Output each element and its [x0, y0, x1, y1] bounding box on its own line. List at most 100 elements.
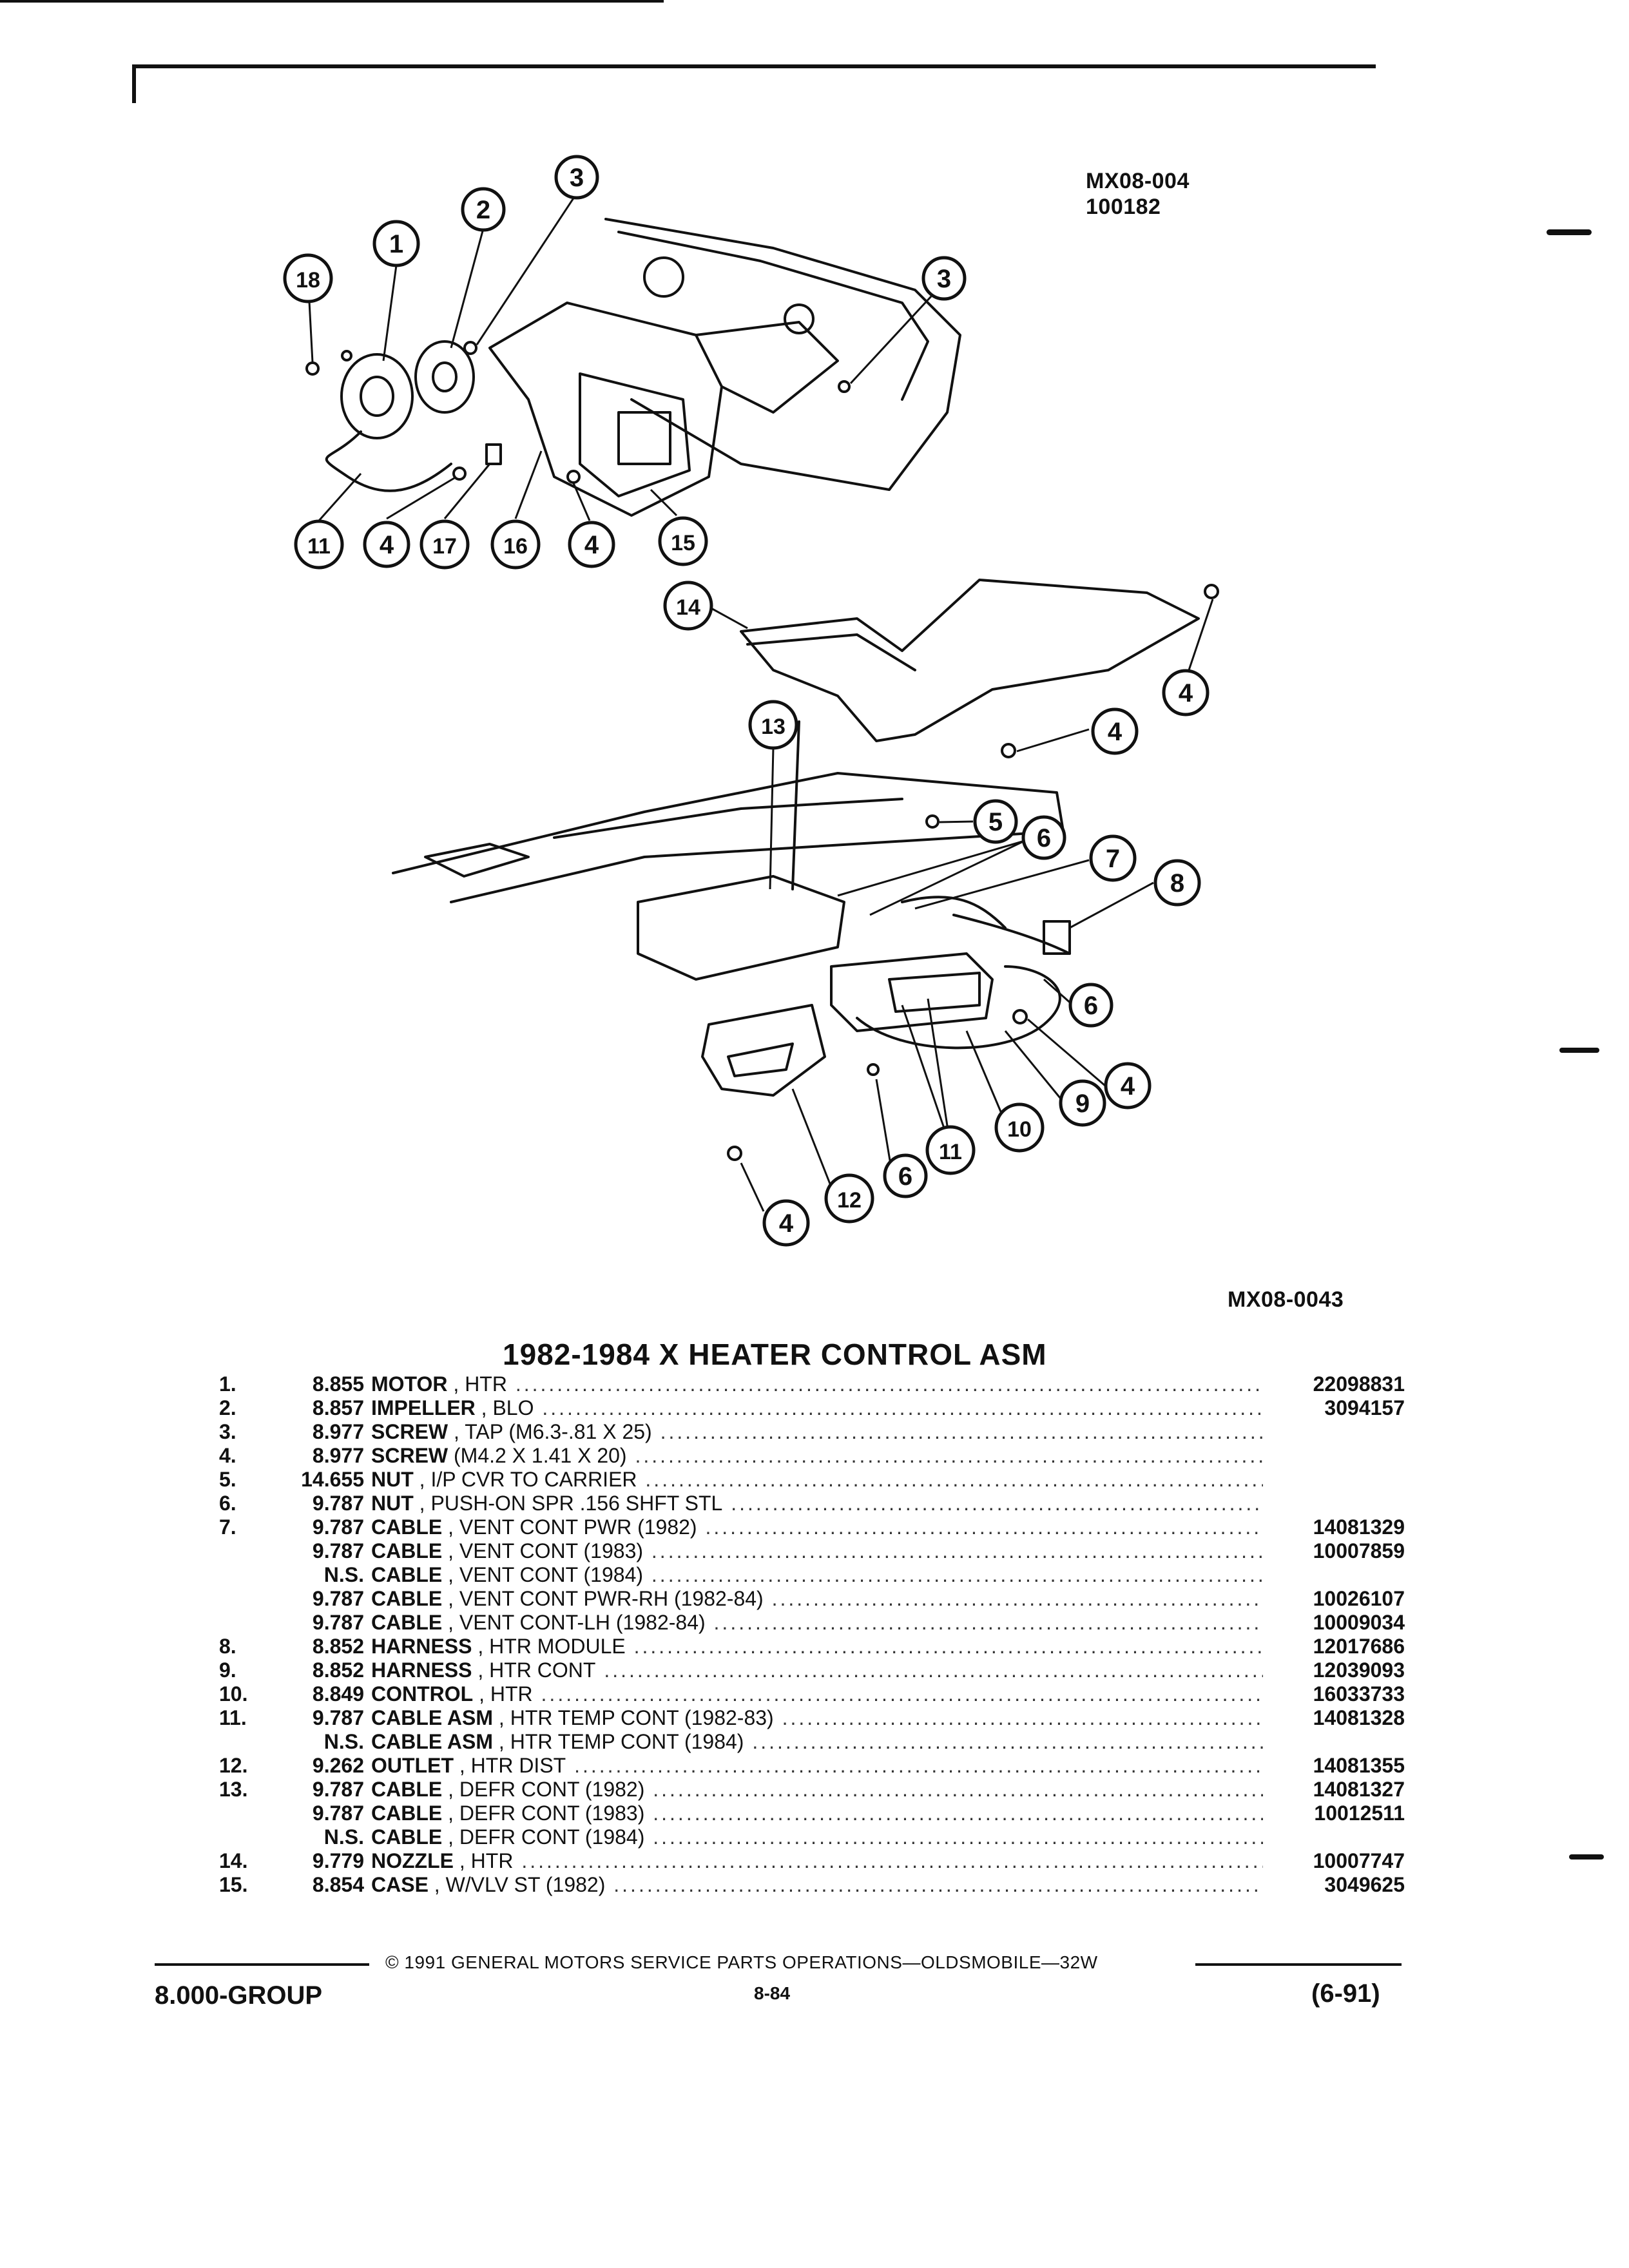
part-name: OUTLET: [371, 1754, 454, 1777]
callout-3: 3: [554, 155, 599, 200]
item-number: 8.: [219, 1635, 236, 1658]
group-number: 9.787: [312, 1587, 364, 1610]
part-detail: , DEFR CONT (1982): [448, 1778, 645, 1801]
part-detail: , W/VLV ST (1982): [434, 1873, 606, 1896]
part-description: HARNESS , HTR MODULE ...................…: [371, 1635, 1263, 1658]
part-detail: , I/P CVR TO CARRIER: [419, 1468, 637, 1491]
leader-dots: ........................................…: [604, 1658, 1263, 1682]
leader-dots: ........................................…: [653, 1825, 1263, 1849]
part-number: 10012511: [1314, 1802, 1405, 1825]
table-row: N.S.CABLE , DEFR CONT (1984) ...........…: [219, 1825, 1405, 1849]
svg-text:9: 9: [1075, 1090, 1090, 1118]
part-name: CABLE: [371, 1587, 443, 1610]
group-number: 8.849: [312, 1682, 364, 1706]
blower-motor: [340, 353, 414, 439]
part-detail: , VENT CONT (1983): [448, 1539, 644, 1562]
leader-dots: ........................................…: [515, 1372, 1263, 1396]
heater-nozzle: [740, 579, 1200, 742]
item-number: 13.: [219, 1778, 248, 1801]
item-number: 3.: [219, 1420, 236, 1443]
part-name: NOZZLE: [371, 1849, 454, 1872]
callout-2: 2: [461, 187, 506, 232]
leader-dots: ........................................…: [645, 1468, 1263, 1491]
part-description: CONTROL , HTR ..........................…: [371, 1682, 1263, 1706]
part-description: CABLE , DEFR CONT (1983) ...............…: [371, 1802, 1263, 1825]
part-name: CABLE ASM: [371, 1706, 494, 1729]
item-number: 7.: [219, 1515, 236, 1539]
part-name: CABLE: [371, 1802, 443, 1825]
callout-11: 11: [925, 1125, 976, 1175]
callout-6: 6: [1021, 815, 1066, 860]
part-number: 14081355: [1313, 1754, 1405, 1777]
part-detail: , TAP (M6.3-.81 X 25): [454, 1420, 652, 1443]
part-name: CABLE: [371, 1825, 443, 1849]
margin-mark: [1569, 1854, 1604, 1860]
callout-14: 14: [663, 581, 713, 631]
svg-text:4: 4: [1179, 679, 1193, 707]
svg-text:15: 15: [671, 531, 695, 555]
svg-text:17: 17: [432, 534, 457, 559]
part-detail: , VENT CONT-LH (1982-84): [448, 1611, 706, 1634]
svg-text:4: 4: [380, 531, 394, 559]
part-name: CABLE: [371, 1563, 443, 1586]
item-number: 11.: [219, 1706, 247, 1729]
table-row: 11. 9.787 CABLE ASM , HTR TEMP CONT (1982-…: [219, 1706, 1405, 1730]
part-number: 12039093: [1313, 1658, 1405, 1682]
svg-text:10: 10: [1007, 1117, 1032, 1142]
group-number: 9.787: [312, 1706, 364, 1729]
part-detail: , HTR: [459, 1849, 514, 1872]
part-description: CABLE ASM , HTR TEMP CONT (1982-83) ....…: [371, 1706, 1263, 1730]
group-number: 9.787: [312, 1778, 364, 1801]
item-number: 2.: [219, 1396, 236, 1419]
part-number: 3094157: [1324, 1396, 1405, 1419]
callout-16: 16: [490, 519, 541, 570]
svg-text:4: 4: [584, 531, 599, 559]
part-number: 14081327: [1313, 1778, 1405, 1801]
blower-motor-wire: [325, 430, 452, 492]
part-detail: , HTR TEMP CONT (1984): [498, 1730, 744, 1753]
group-number: N.S.: [323, 1730, 364, 1753]
part-name: CABLE: [371, 1515, 443, 1539]
footer-copyright: © 1991 GENERAL MOTORS SERVICE PARTS OPER…: [385, 1952, 1098, 1972]
part-number: 12017686: [1313, 1635, 1405, 1658]
svg-text:13: 13: [761, 715, 786, 739]
part-description: NUT , PUSH-ON SPR .156 SHFT STL ........…: [371, 1492, 1263, 1515]
part-description: CABLE , DEFR CONT (1982) ...............…: [371, 1778, 1263, 1802]
instrument-panel-outline: [392, 772, 1065, 903]
svg-text:6: 6: [1084, 992, 1098, 1020]
footer-rule-right: [1195, 1963, 1402, 1966]
part-detail: , VENT CONT (1984): [448, 1563, 644, 1586]
item-number: 10.: [219, 1682, 248, 1706]
leader-dots: ........................................…: [635, 1444, 1263, 1467]
group-number: N.S.: [323, 1825, 364, 1849]
part-description: SCREW , TAP (M6.3-.81 X 25) ............…: [371, 1420, 1263, 1444]
part-name: CONTROL: [371, 1682, 474, 1706]
part-number: 10026107: [1313, 1587, 1405, 1610]
callout-5: 5: [973, 799, 1018, 844]
module-harness: [952, 914, 1071, 955]
group-number: 9.787: [312, 1539, 364, 1562]
instrument-panel-top: [553, 798, 903, 839]
svg-text:14: 14: [676, 595, 700, 620]
blower-impeller-hub: [432, 361, 458, 392]
callout-15: 15: [658, 516, 708, 566]
fastener: [1012, 1009, 1028, 1024]
part-name: CASE: [371, 1873, 429, 1896]
leader-dots: ........................................…: [713, 1611, 1263, 1634]
item-number: 6.: [219, 1492, 236, 1515]
fastener: [566, 470, 581, 484]
page-title: 1982-1984 X HEATER CONTROL ASM: [503, 1338, 1047, 1371]
part-description: SCREW (M4.2 X 1.41 X 20) ...............…: [371, 1444, 1263, 1468]
leader-dots: ........................................…: [613, 1873, 1263, 1896]
leader-dots: ........................................…: [651, 1539, 1263, 1562]
part-description: CABLE ASM , HTR TEMP CONT (1984) .......…: [371, 1730, 1263, 1754]
callout-18: 18: [283, 253, 333, 303]
part-number: 22098831: [1313, 1372, 1405, 1396]
callout-3: 3: [921, 256, 967, 301]
callout-13: 13: [748, 700, 798, 750]
